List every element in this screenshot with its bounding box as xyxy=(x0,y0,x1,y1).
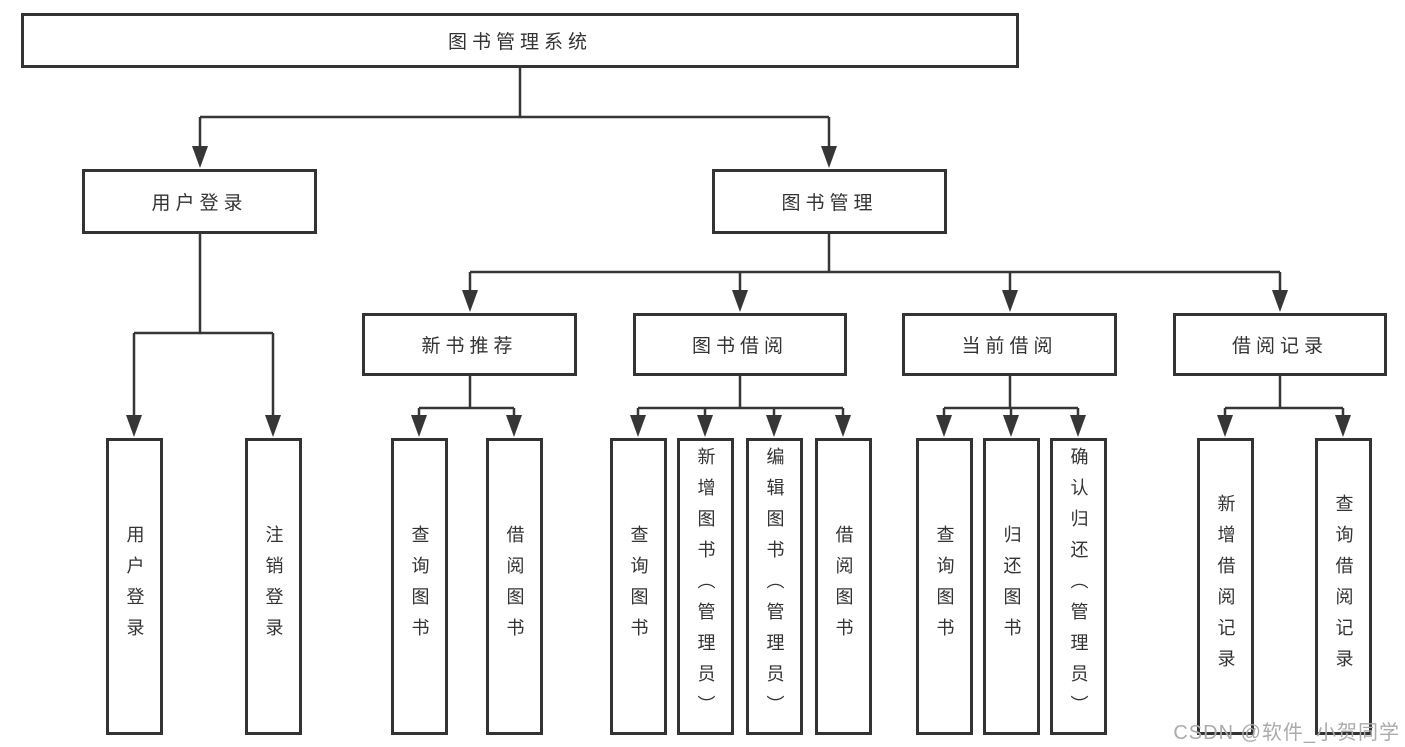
leaf-return-book: 归还图书 xyxy=(983,438,1040,735)
node-root-label: 图书管理系统 xyxy=(447,32,592,53)
leaf-query-books-recommend-label: 查询图书 xyxy=(409,524,430,649)
node-borrow-records-label: 借阅记录 xyxy=(1231,336,1328,357)
leaf-logout: 注销登录 xyxy=(245,438,302,735)
node-book-borrow: 图书借阅 xyxy=(633,313,847,376)
node-current-borrow: 当前借阅 xyxy=(902,313,1117,376)
node-user-login-label: 用户登录 xyxy=(151,193,248,214)
leaf-query-books-borrow-label: 查询图书 xyxy=(628,524,649,649)
node-book-management-label: 图书管理 xyxy=(781,193,878,214)
leaf-user-login: 用户登录 xyxy=(106,438,163,735)
leaf-edit-book-admin: 编辑图书（管理员） xyxy=(746,438,803,735)
leaf-return-book-label: 归还图书 xyxy=(1001,524,1022,649)
node-book-management: 图书管理 xyxy=(712,169,947,234)
leaf-edit-book-admin-label: 编辑图书（管理员） xyxy=(764,447,785,726)
leaf-add-borrow-record-label: 新增借阅记录 xyxy=(1215,493,1236,680)
node-current-borrow-label: 当前借阅 xyxy=(961,336,1058,357)
leaf-borrow-books-label: 借阅图书 xyxy=(833,524,854,649)
leaf-query-borrow-record: 查询借阅记录 xyxy=(1315,438,1372,735)
node-user-login: 用户登录 xyxy=(82,169,317,234)
leaf-query-books-current-label: 查询图书 xyxy=(934,524,955,649)
leaf-logout-label: 注销登录 xyxy=(263,524,284,649)
leaf-confirm-return-admin: 确认归还（管理员） xyxy=(1050,438,1107,735)
node-book-borrow-label: 图书借阅 xyxy=(691,336,788,357)
watermark: CSDN @软件_小贺同学 xyxy=(1173,722,1400,744)
node-new-book-recommend-label: 新书推荐 xyxy=(421,336,518,357)
leaf-query-books-current: 查询图书 xyxy=(916,438,973,735)
node-borrow-records: 借阅记录 xyxy=(1173,313,1387,376)
leaf-confirm-return-admin-label: 确认归还（管理员） xyxy=(1068,447,1089,726)
leaf-query-books-recommend: 查询图书 xyxy=(391,438,448,735)
leaf-query-borrow-record-label: 查询借阅记录 xyxy=(1333,493,1354,680)
arrowheads xyxy=(126,146,1351,437)
leaf-borrow-books-recommend: 借阅图书 xyxy=(486,438,543,735)
leaf-query-books-borrow: 查询图书 xyxy=(610,438,667,735)
node-root: 图书管理系统 xyxy=(21,13,1019,68)
leaf-user-login-label: 用户登录 xyxy=(124,524,145,649)
leaf-add-book-admin: 新增图书（管理员） xyxy=(677,438,734,735)
leaf-borrow-books-recommend-label: 借阅图书 xyxy=(504,524,525,649)
node-new-book-recommend: 新书推荐 xyxy=(362,313,577,376)
leaf-add-borrow-record: 新增借阅记录 xyxy=(1197,438,1254,735)
leaf-add-book-admin-label: 新增图书（管理员） xyxy=(695,447,716,726)
leaf-borrow-books: 借阅图书 xyxy=(815,438,872,735)
